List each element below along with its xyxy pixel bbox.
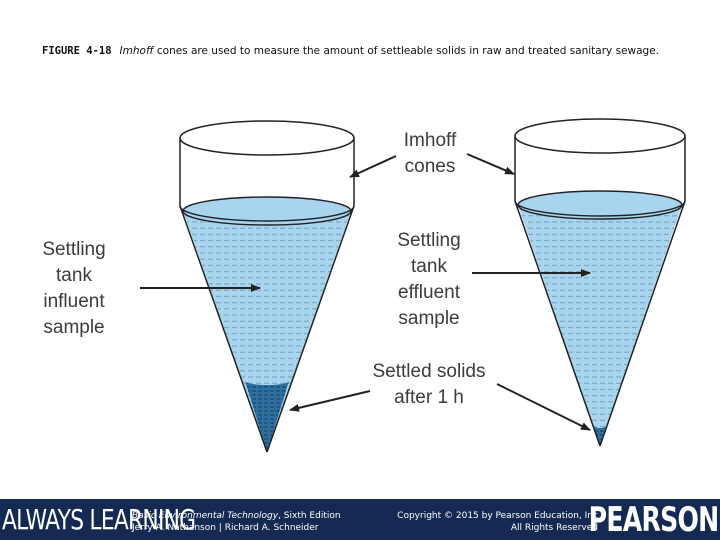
label-imhoff-cones: Imhoff cones — [403, 130, 457, 177]
rights-line: All Rights Reserved — [510, 523, 598, 533]
cone-left-influent — [179, 120, 355, 453]
cone-left-liquid-surface — [182, 196, 352, 226]
book-title: Basic Environmental Technology — [132, 511, 279, 521]
caption-text: cones are used to measure the amount of … — [153, 45, 660, 57]
cone-left-settled-solids — [245, 381, 289, 452]
cone-right-settled-solids — [594, 426, 606, 446]
book-authors: Jerry A. Nathanson | Richard A. Schneide… — [132, 523, 319, 533]
book-edition: , Sixth Edition — [278, 511, 341, 521]
figure-caption: FIGURE 4-18 Imhoff cones are used to meas… — [42, 44, 672, 59]
arrow-to-left-cone-rim — [349, 155, 397, 178]
cone-right-effluent — [514, 118, 686, 447]
cone-left-rim — [179, 120, 355, 156]
arrow-to-left-solids — [289, 390, 371, 412]
figure-number: FIGURE 4-18 — [42, 45, 112, 57]
arrow-to-right-cone-rim — [466, 153, 515, 175]
label-settling-tank-effluent: Settling tank effluent sample — [397, 230, 461, 329]
always-learning-logo: ALWAYS LEARNING — [2, 503, 196, 536]
label-settled-solids: Settled solids after 1 h — [372, 361, 486, 408]
cone-right-liquid-surface — [517, 190, 683, 220]
copyright-notice: Copyright © 2015 by Pearson Education, I… — [397, 510, 598, 534]
book-info: Basic Environmental Technology, Sixth Ed… — [132, 510, 341, 534]
cone-left-liquid — [183, 211, 351, 452]
footer-bar: ALWAYS LEARNING Basic Environmental Tech… — [0, 499, 720, 540]
copyright-line: Copyright © 2015 by Pearson Education, I… — [397, 511, 598, 521]
caption-emphasis: Imhoff — [119, 45, 154, 57]
cone-right-liquid — [518, 205, 682, 446]
arrow-to-right-solids — [496, 383, 591, 431]
cone-right-rim — [514, 118, 686, 154]
pearson-logo: PEARSON — [588, 500, 719, 540]
imhoff-cone-diagram — [140, 118, 686, 453]
label-settling-tank-influent: Settling tank influent sample — [42, 239, 106, 338]
